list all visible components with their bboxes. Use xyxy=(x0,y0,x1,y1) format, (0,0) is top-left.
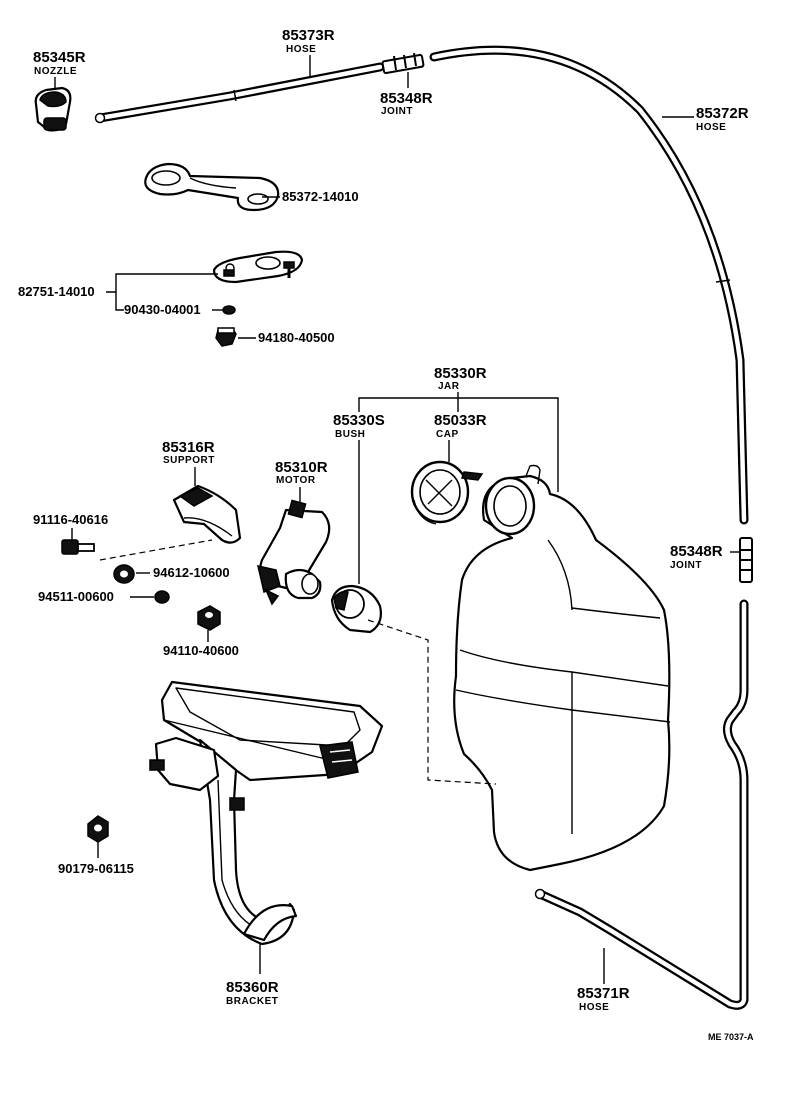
bracket-part xyxy=(149,680,384,946)
plate-part-number: 82751-14010 xyxy=(18,284,95,299)
joint-top-part-name: JOINT xyxy=(381,106,413,117)
hose-bottom-part-number: 85371R xyxy=(577,985,630,1002)
joint-right-part xyxy=(739,537,753,583)
grommet-part-number: 94180-40500 xyxy=(258,330,335,345)
support-part-name: SUPPORT xyxy=(163,455,215,466)
nozzle-part-name: NOZZLE xyxy=(34,66,77,77)
washer-part xyxy=(113,564,135,584)
joint-right-part-name: JOINT xyxy=(670,560,702,571)
nozzle-part xyxy=(34,86,72,132)
hose-guide-part xyxy=(144,162,280,212)
joint-top-part-number: 85348R xyxy=(380,90,433,107)
bush-part xyxy=(330,584,382,634)
bracket-part-name: BRACKET xyxy=(226,996,278,1007)
hose-top-part xyxy=(94,62,385,124)
jar-part-number: 85330R xyxy=(434,365,487,382)
nut-mid-part xyxy=(197,605,221,631)
plate-nut-part xyxy=(212,305,236,315)
cap-part-number: 85033R xyxy=(434,412,487,429)
bush-part-name: BUSH xyxy=(335,429,365,440)
bolt-part-number: 91116-40616 xyxy=(33,512,108,527)
nut-left-part-number: 90179-06115 xyxy=(58,861,134,876)
hose-bottom-part xyxy=(534,599,749,1010)
nut-small-part-number: 94511-00600 xyxy=(38,589,114,604)
hose-guide-part-number: 85372-14010 xyxy=(282,189,359,204)
plate-part xyxy=(212,250,304,284)
motor-part xyxy=(257,499,331,606)
hose-long-part-number: 85372R xyxy=(696,105,749,122)
cap-part xyxy=(410,460,484,525)
joint-top-part xyxy=(381,52,425,75)
diagram-code: ME 7037-A xyxy=(708,1032,754,1042)
motor-part-number: 85310R xyxy=(275,459,328,476)
joint-right-part-number: 85348R xyxy=(670,543,723,560)
support-part xyxy=(172,484,242,544)
hose-bottom-part-name: HOSE xyxy=(579,1002,609,1013)
hose-long-part xyxy=(429,45,749,525)
plate-nut-part-number: 90430-04001 xyxy=(124,302,201,317)
hose-long-part-name: HOSE xyxy=(696,122,726,133)
cap-part-name: CAP xyxy=(436,429,459,440)
nut-small-part xyxy=(154,590,170,604)
bracket-part-number: 85360R xyxy=(226,979,279,996)
nut-mid-part-number: 94110-40600 xyxy=(163,643,239,658)
bush-part-number: 85330S xyxy=(333,412,385,429)
nozzle-part-number: 85345R xyxy=(33,49,86,66)
hose-top-part-name: HOSE xyxy=(286,44,316,55)
grommet-part xyxy=(215,327,237,347)
motor-part-name: MOTOR xyxy=(276,475,316,486)
jar-part xyxy=(453,464,671,872)
jar-part-name: JAR xyxy=(438,381,460,392)
bolt-part xyxy=(61,539,95,555)
hose-top-part-number: 85373R xyxy=(282,27,335,44)
nut-left-part xyxy=(87,815,109,843)
washer-part-number: 94612-10600 xyxy=(153,565,230,580)
support-part-number: 85316R xyxy=(162,439,215,456)
